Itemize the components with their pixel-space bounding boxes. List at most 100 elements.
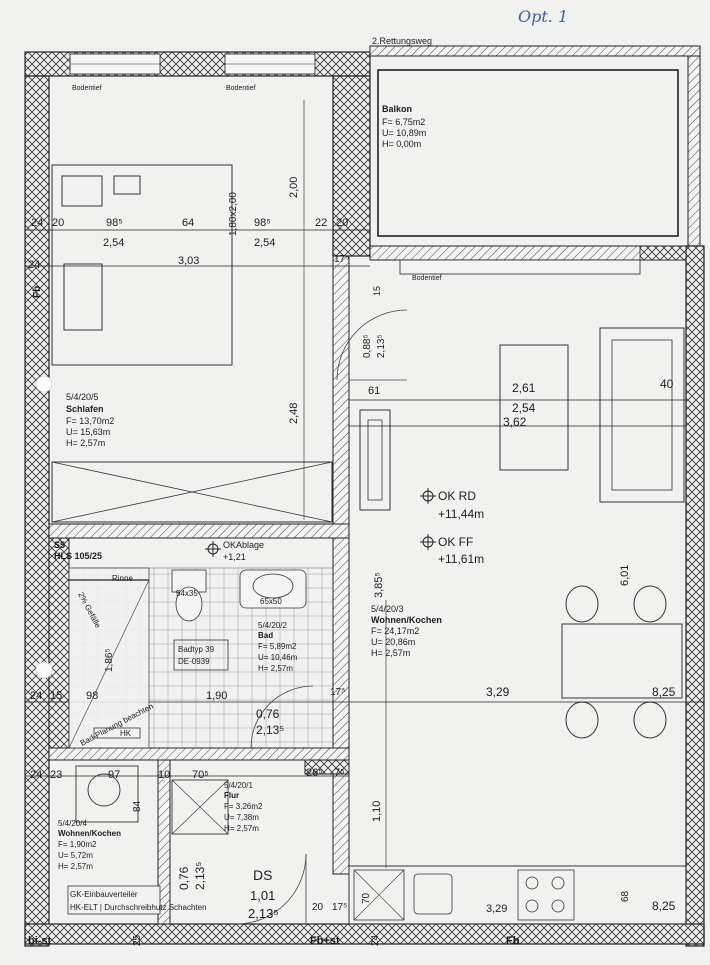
ok-rd-value: +11,44m [438,507,484,521]
dim-top-985b: 98⁵ [254,217,271,229]
dim-bottom-175: 17⁵ [332,902,347,913]
bad-perimeter: U= 10,46m [258,653,298,662]
dim-175-top: 17⁵ [334,254,349,265]
dim-door-213: 2,13⁵ [376,334,387,358]
schlafen-name: Schlafen [66,404,104,414]
wall-bottom [24,923,705,945]
dim-top-20b: 20 [336,217,348,229]
badtyp-label: Badtyp 39 [178,645,215,654]
balcony-area [369,55,689,247]
chair-2 [633,585,667,623]
dim-mid: 3,03 [178,255,199,267]
wk-left-perimeter: U= 5,72m [58,851,93,860]
wall-schlafen-bottom [48,523,350,539]
shower-area [68,567,150,749]
window-note-1: Bodentief [72,85,102,92]
dim-61: 61 [368,385,380,397]
dim-84: 84 [132,800,143,812]
schlafen-height: H= 2,57m [66,438,105,448]
rinne-label: Rinne [112,574,133,583]
wk-left-height: H= 2,57m [58,862,93,871]
wk-left-name: Wohnen/Kochen [58,829,121,838]
dim-362: 3,62 [503,415,527,429]
bad-name: Bad [258,631,273,640]
wk-left-area: F= 1,90m2 [58,840,97,849]
dim-15: 15 [50,690,62,702]
dim-kitchen-68: 68 [620,890,631,902]
panel-note-2: HK-ELT | Durchschreibhutz Schachten [70,903,207,912]
dim-254: 2,54 [512,401,536,415]
pillow-left [61,175,103,207]
fb-st-label: Fb+st [310,935,340,947]
dim-190: 1,90 [206,690,227,702]
dim-lower-24: 24 [30,769,42,781]
fb-bottom-label: Fb [506,935,520,947]
bad-area: F= 5,89m2 [258,642,297,651]
flur-id: 5/4/20/1 [224,781,253,790]
dim-kitchen-329: 3,29 [486,903,507,915]
wall-bath-bottom [48,747,350,761]
bath-type-box [173,639,229,671]
dim-261: 2,61 [512,381,536,395]
wohnen-area: F= 24,17m2 [371,626,419,636]
ds-width: 1,01 [250,888,275,903]
dim-186: 1,86⁵ [104,648,115,672]
dim-98: 98 [86,690,98,702]
wall-left [24,75,50,947]
dim-40: 40 [660,377,674,391]
schlafen-area: F= 13,70m2 [66,416,114,426]
panel-note-1: GK-Einbauverteiler [70,890,138,899]
dining-table [561,623,683,699]
window-note-2: Bodentief [226,85,256,92]
wohnen-name: Wohnen/Kochen [371,615,442,625]
dim-076-bath: 0,76 [256,707,280,721]
dim-top-20: 20 [52,217,64,229]
dim-213-bath: 2,13⁵ [256,723,284,737]
flur-area: F= 3,26m2 [224,802,263,811]
punch-hole-2 [35,661,53,679]
window-note-3: Bodentief [412,275,442,282]
wall-balcony-top [369,45,701,57]
dim-bed-size: 1,80x2,00 [228,192,239,236]
flur-perimeter: U= 7,38m [224,813,259,822]
wall-right [685,245,705,947]
balkon-area: F= 6,75m2 [382,117,425,127]
cooktop [517,869,575,921]
schlafen-id: 5/4/20/5 [66,392,99,402]
wc-size: 54x35 [176,589,198,598]
kitchen-counter [348,865,687,925]
fridge [353,869,405,921]
dim-213-flur: 2,13⁵ [193,862,207,890]
wall-flur-left [157,759,171,925]
dim-top-24: 24 [31,217,43,229]
dim-825: 8,25 [652,685,676,699]
dim-076-flur: 0,76 [177,866,191,890]
wall-schlafen-balkon [332,75,371,257]
shaft-s5 [48,537,70,749]
dim-lower-23: 23 [50,769,62,781]
balkon-name: Balkon [382,104,412,114]
towel-radiator [93,727,141,739]
ok-ff-label: OK FF [438,535,473,549]
dim-265: 26⁵ [306,767,323,779]
flur-name: Flur [224,791,239,800]
storage-cabinet [171,779,229,835]
punch-hole-1 [35,375,53,393]
hk-label: HK [120,729,132,738]
bad-height: H= 2,57m [258,664,293,673]
wall-schlafen-wohnen [332,255,350,527]
basin-size: 65x50 [260,597,282,606]
dim-15-18: 15 [372,286,382,296]
fb-left: Fb [32,286,43,298]
dim-left-24: 24 [28,259,40,271]
dim-top-64: 64 [182,217,194,229]
oka-label: OKAblage [223,540,264,550]
dim-bottom-25: 25 [132,934,143,946]
dim-window-right: 2,54 [254,237,275,249]
dim-kitchen-70: 70 [361,892,372,904]
dim-lower-97: 97 [108,769,120,781]
dim-385: 3,85⁵ [373,572,385,598]
oka-value: +1,21 [223,552,246,562]
sofa [599,327,685,503]
dim-75: 7⁵ [334,767,345,779]
